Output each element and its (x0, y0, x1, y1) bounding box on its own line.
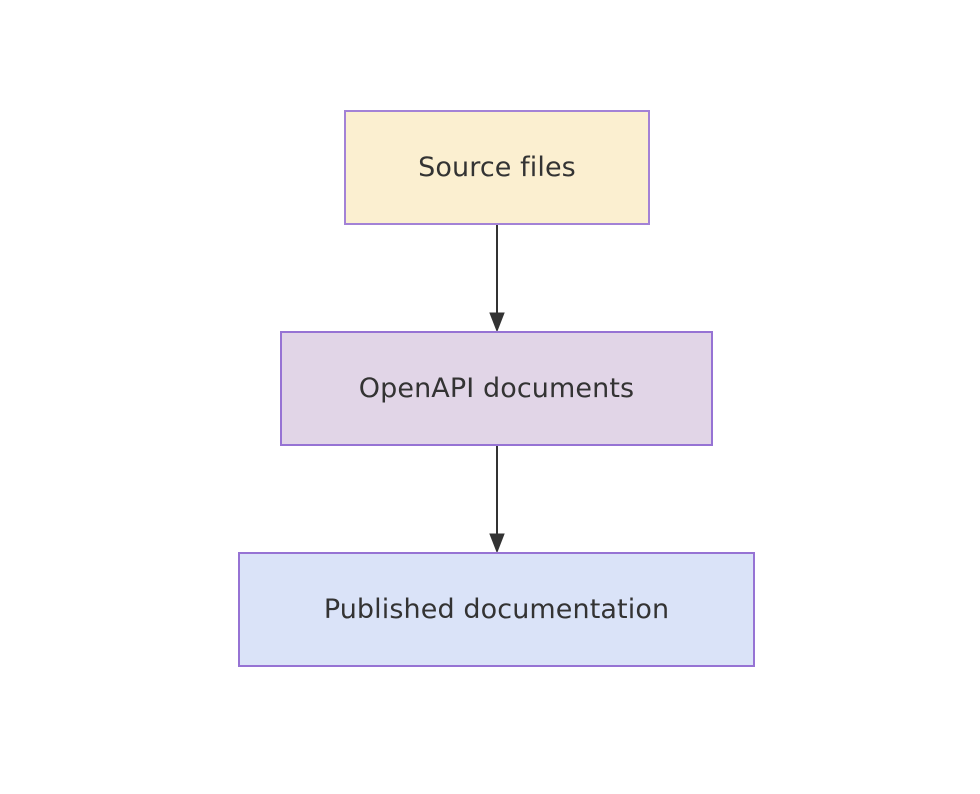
node-label-published-documentation: Published documentation (323, 593, 670, 625)
node-label-openapi-documents: OpenAPI documents (358, 372, 635, 404)
node-published-documentation[interactable]: Published documentation (238, 552, 755, 667)
node-label-source-files: Source files (418, 151, 576, 183)
node-source-files[interactable]: Source files (344, 110, 650, 225)
node-openapi-documents[interactable]: OpenAPI documents (280, 331, 713, 446)
edge-source-to-openapi (489, 225, 505, 333)
edge-openapi-to-published (489, 446, 505, 554)
arrowhead-icon (489, 533, 505, 554)
arrowhead-icon (489, 312, 505, 333)
